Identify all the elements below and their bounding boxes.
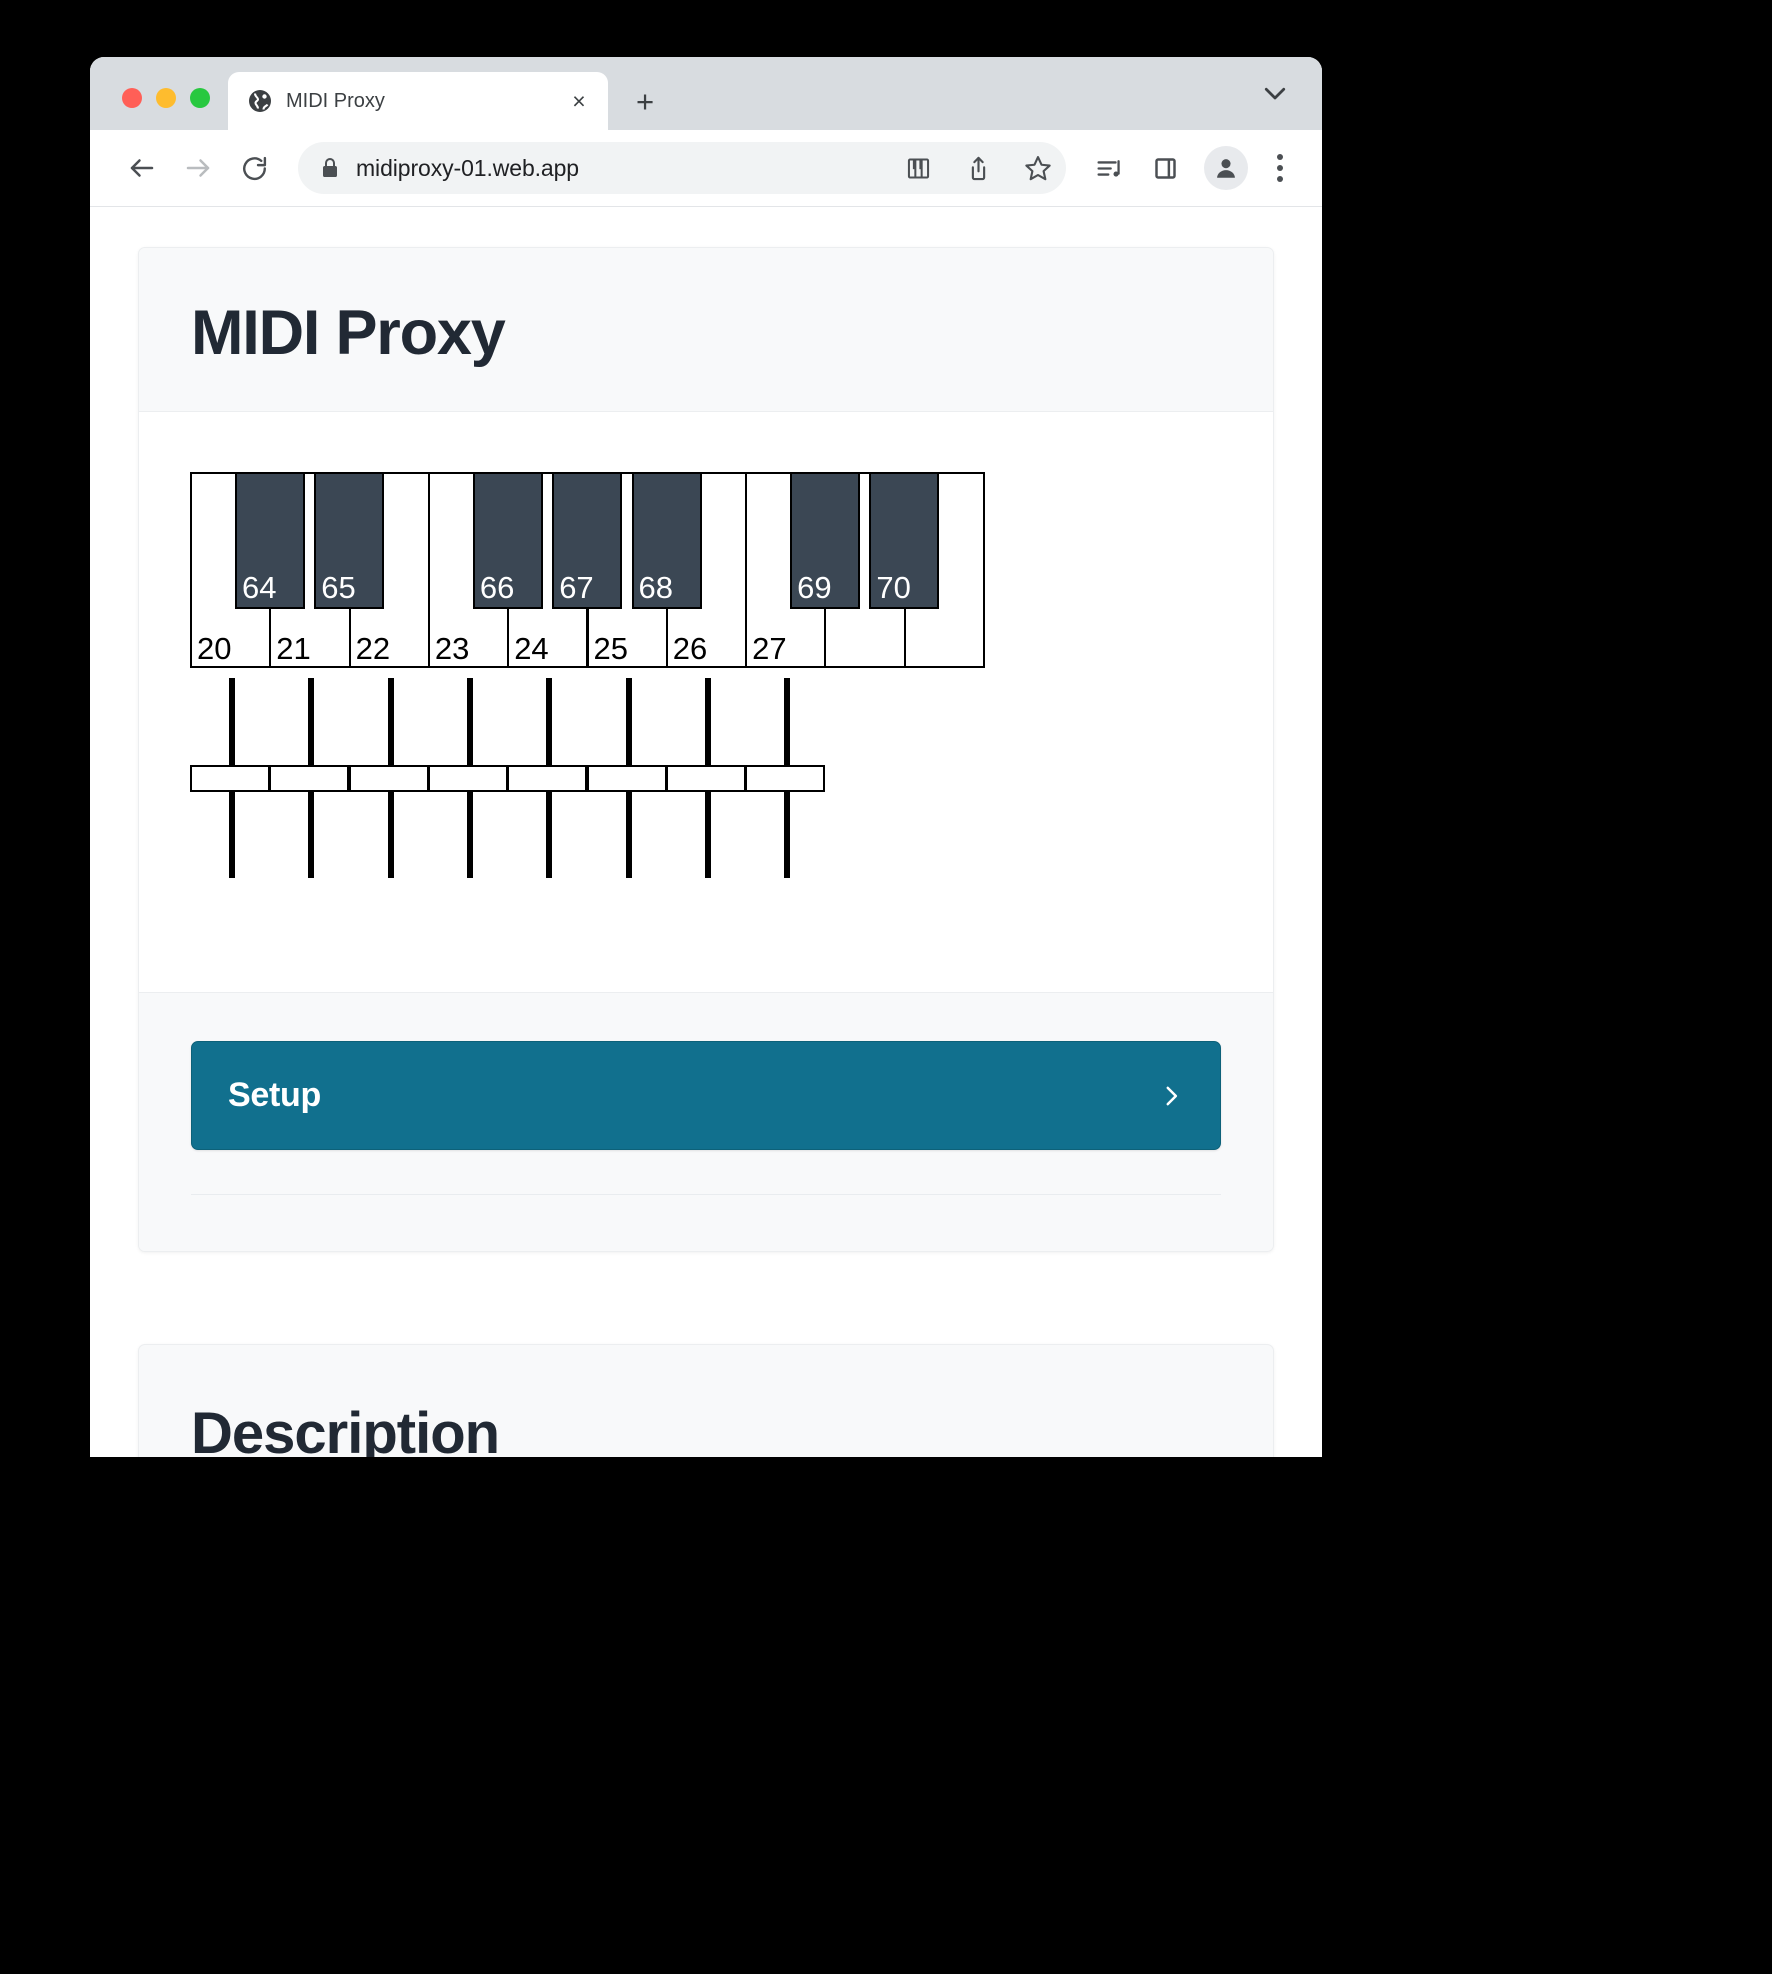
star-icon[interactable]: [1016, 146, 1060, 190]
black-key-label: 64: [242, 570, 277, 606]
chevron-down-icon[interactable]: [1258, 76, 1292, 110]
slider-thumb[interactable]: [348, 764, 429, 792]
slider-thumb[interactable]: [507, 764, 588, 792]
slider-thumb[interactable]: [427, 764, 508, 792]
description-title: Description: [191, 1401, 500, 1458]
window-minimize-button[interactable]: [156, 88, 176, 108]
tab-title: MIDI Proxy: [286, 89, 385, 112]
window-zoom-button[interactable]: [190, 88, 210, 108]
menu-dot: [1277, 154, 1283, 160]
setup-button-label: Setup: [228, 1076, 321, 1114]
page-viewport: MIDI Proxy 20 21 22 23 24 25 26 27 64 65 66 67 68 69 7…: [90, 207, 1322, 1457]
piano-keyboard[interactable]: 20 21 22 23 24 25 26 27 64 65 66 67 68 69 70: [190, 472, 985, 668]
black-key[interactable]: 69: [790, 472, 861, 609]
browser-window: MIDI Proxy × +: [90, 57, 1322, 1457]
slider[interactable]: [348, 678, 430, 878]
slider-thumb[interactable]: [665, 764, 746, 792]
white-key-label: 26: [672, 631, 708, 667]
card-header: MIDI Proxy: [139, 248, 1273, 412]
profile-avatar-icon[interactable]: [1204, 146, 1248, 190]
slider[interactable]: [190, 678, 271, 878]
black-key-label: 70: [876, 570, 911, 606]
close-icon[interactable]: ×: [572, 87, 586, 114]
black-key-label: 68: [638, 570, 673, 606]
menu-dot: [1277, 165, 1283, 171]
setup-button[interactable]: Setup: [191, 1041, 1221, 1150]
slider[interactable]: [586, 678, 668, 878]
white-key-label: 21: [276, 631, 311, 667]
address-bar[interactable]: midiproxy-01.web.app: [298, 142, 1066, 194]
slider-thumb[interactable]: [745, 764, 826, 792]
page-title: MIDI Proxy: [191, 298, 506, 368]
white-key-label: 27: [752, 631, 787, 667]
reload-icon[interactable]: [228, 142, 280, 194]
forward-arrow-icon[interactable]: [172, 142, 224, 194]
slider[interactable]: [269, 678, 350, 878]
playlist-music-icon[interactable]: [1086, 145, 1132, 191]
piano-icon[interactable]: [896, 146, 940, 190]
slider[interactable]: [745, 678, 826, 878]
card-footer: Setup: [139, 992, 1273, 1251]
black-key-label: 65: [321, 570, 356, 606]
new-tab-button[interactable]: +: [635, 83, 655, 119]
black-key[interactable]: 64: [235, 472, 305, 609]
black-key[interactable]: 68: [631, 472, 702, 609]
slider[interactable]: [507, 678, 588, 878]
white-key-label: 22: [355, 631, 391, 667]
footer-divider: [191, 1194, 1221, 1195]
slider[interactable]: [427, 678, 509, 878]
white-key-label: 24: [514, 631, 549, 667]
black-key-label: 66: [479, 570, 515, 606]
slider-bank[interactable]: [190, 678, 984, 878]
slider[interactable]: [665, 678, 747, 878]
black-key[interactable]: 70: [869, 472, 940, 609]
card-body: 20 21 22 23 24 25 26 27 64 65 66 67 68 69 70: [139, 412, 1273, 992]
share-icon[interactable]: [956, 146, 1000, 190]
slider-thumb[interactable]: [269, 764, 350, 792]
browser-tab[interactable]: MIDI Proxy ×: [228, 72, 608, 130]
black-key[interactable]: 66: [472, 472, 543, 609]
back-arrow-icon[interactable]: [116, 142, 168, 194]
black-key-label: 67: [559, 570, 594, 606]
menu-dot: [1277, 176, 1283, 182]
black-key[interactable]: 67: [552, 472, 623, 609]
chevron-right-icon: [1158, 1083, 1184, 1109]
white-key-label: 25: [593, 631, 628, 667]
window-close-button[interactable]: [122, 88, 142, 108]
slider-thumb[interactable]: [190, 764, 270, 792]
black-key[interactable]: 65: [314, 472, 385, 609]
midi-proxy-card: MIDI Proxy 20 21 22 23 24 25 26 27 64 65 66 67 68 69 7…: [138, 247, 1274, 1252]
tab-strip: MIDI Proxy × +: [90, 57, 1322, 130]
lock-icon: [320, 156, 340, 180]
side-panel-icon[interactable]: [1142, 145, 1188, 191]
window-traffic-lights: [90, 88, 228, 130]
three-dot-menu-icon[interactable]: [1262, 145, 1298, 191]
description-card: Description: [138, 1344, 1274, 1457]
url-text: midiproxy-01.web.app: [356, 154, 580, 181]
white-key-label: 23: [434, 631, 470, 667]
slider-thumb[interactable]: [586, 764, 667, 792]
black-key-label: 69: [797, 570, 832, 606]
browser-toolbar: midiproxy-01.web.app: [90, 130, 1322, 207]
white-key-label: 20: [197, 631, 232, 667]
globe-icon: [248, 89, 272, 113]
